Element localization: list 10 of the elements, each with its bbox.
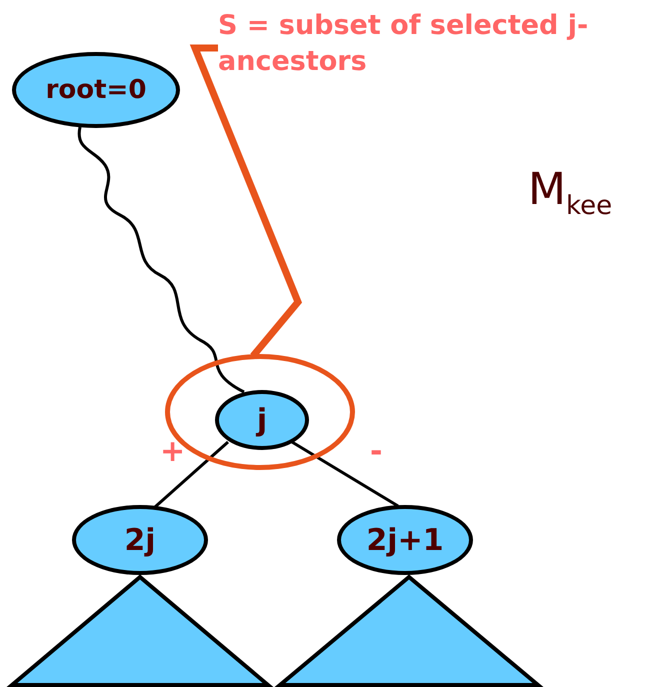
tree-node: root=0 xyxy=(12,52,180,128)
highlight-ellipse xyxy=(165,354,355,470)
edge-label: + xyxy=(160,437,186,467)
tree-node: 2j xyxy=(72,505,208,575)
tree-node: 2j+1 xyxy=(337,505,473,575)
math-label: M$_{kee}$ xyxy=(528,165,612,223)
callout-text: S = subset of selected j-ancestors xyxy=(218,8,590,88)
edge-label: - xyxy=(370,437,382,467)
tree-node: j xyxy=(215,390,309,450)
wavy-path-line xyxy=(78,126,245,394)
